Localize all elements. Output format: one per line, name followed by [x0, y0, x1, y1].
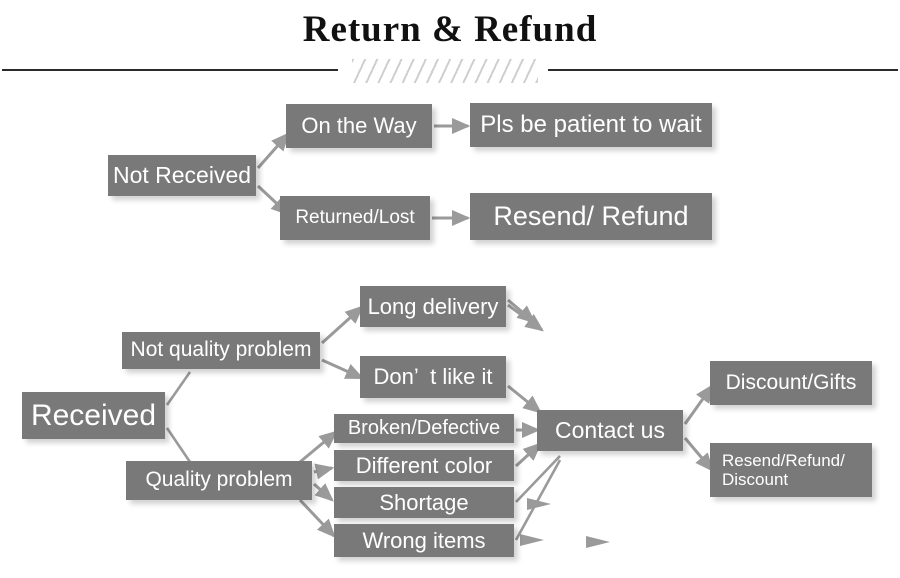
node-dont-like-it[interactable]: Don’ t like it [360, 356, 506, 398]
node-discount-gifts[interactable]: Discount/Gifts [710, 361, 872, 405]
node-wrong-items[interactable]: Wrong items [334, 524, 514, 557]
node-long-delivery[interactable]: Long delivery [360, 286, 506, 327]
node-different-color[interactable]: Different color [334, 450, 514, 481]
title-divider [0, 60, 900, 82]
divider-rule-right [548, 69, 898, 71]
hatched-divider-icon [352, 59, 538, 83]
node-shortage[interactable]: Shortage [334, 487, 514, 518]
node-resend-refund[interactable]: Resend/ Refund [470, 193, 712, 240]
page-title: Return & Refund [302, 9, 598, 50]
node-broken-defective[interactable]: Broken/Defective [334, 414, 514, 443]
node-returned-lost[interactable]: Returned/Lost [280, 196, 430, 240]
node-not-received[interactable]: Not Received [108, 155, 256, 196]
node-contact-us[interactable]: Contact us [537, 410, 683, 451]
node-pls-be-patient-to-wait[interactable]: Pls be patient to wait [470, 103, 712, 147]
node-resend-refund-discount[interactable]: Resend/Refund/ Discount [710, 443, 872, 497]
node-on-the-way[interactable]: On the Way [286, 104, 432, 148]
node-quality-problem[interactable]: Quality problem [126, 461, 312, 500]
node-received[interactable]: Received [22, 392, 165, 439]
node-not-quality-problem[interactable]: Not quality problem [122, 332, 320, 369]
divider-rule-left [2, 69, 338, 71]
